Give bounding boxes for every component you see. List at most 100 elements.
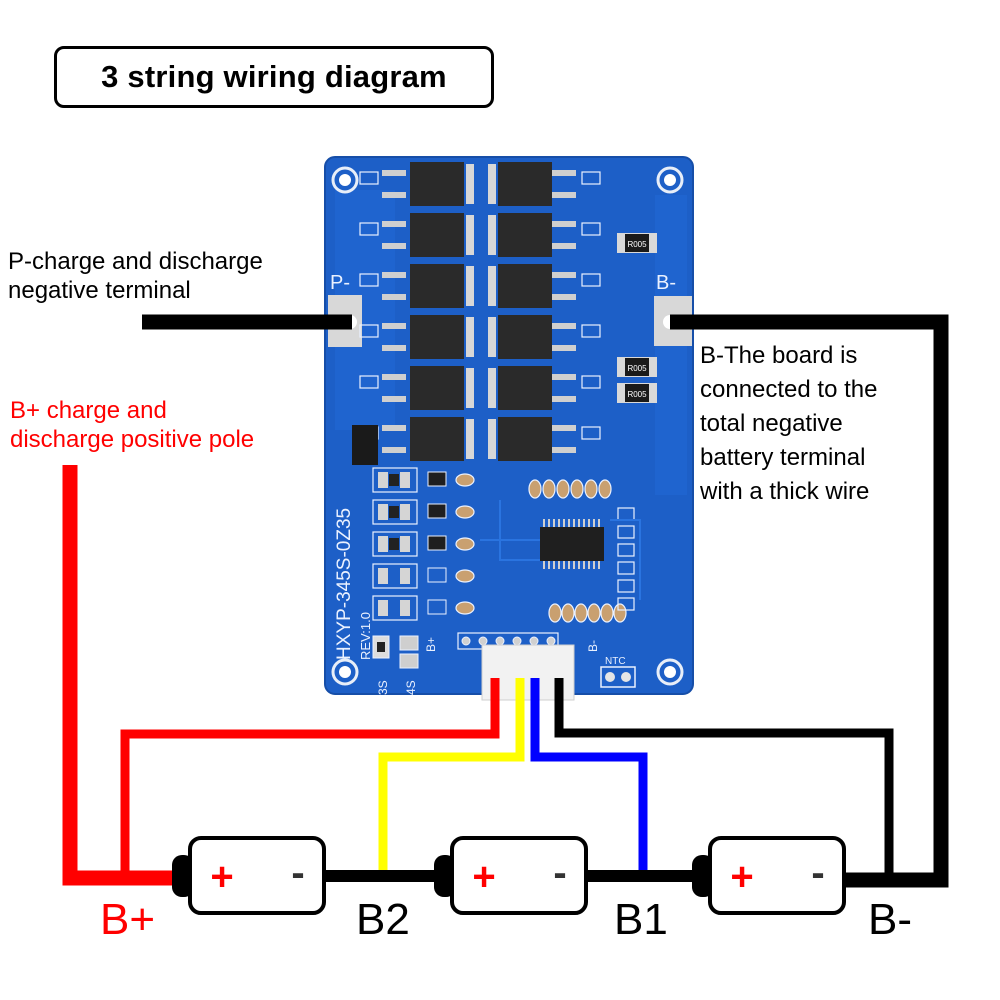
capacitor	[598, 479, 627, 623]
header-hole	[529, 636, 539, 646]
mosfet	[359, 162, 474, 206]
plus-icon: +	[210, 855, 233, 899]
mode-3s-label: 3S	[376, 680, 390, 695]
smd-part	[617, 579, 635, 593]
board-model-marking: HXYP-345S-0Z35	[334, 508, 355, 660]
b-plus-silkscreen: B+	[424, 637, 438, 652]
svg-text:R005: R005	[627, 240, 647, 249]
mounting-hole-icon	[656, 166, 684, 194]
capacitor	[584, 479, 614, 623]
balance-wire-b1	[530, 678, 648, 872]
p-terminal-annotation: P-charge and discharge negative terminal	[8, 247, 263, 305]
header-hole	[495, 636, 505, 646]
mosfet	[488, 162, 601, 206]
svg-text:R005: R005	[627, 364, 647, 373]
shunt-resistor: R005	[617, 383, 657, 403]
mounting-hole-icon	[656, 658, 684, 686]
b-minus-thick-wire	[670, 314, 949, 888]
mosfet	[488, 264, 601, 308]
annotation-line: discharge positive pole	[10, 426, 255, 453]
mosfet	[359, 213, 474, 257]
capacitor	[528, 479, 562, 623]
mosfet	[488, 366, 601, 410]
smd-part	[372, 563, 475, 589]
smd-part	[372, 467, 475, 493]
annotation-line: with a thick wire	[700, 478, 870, 505]
capacitor	[556, 479, 588, 623]
b-minus-silk-small: B-	[586, 640, 600, 652]
battery-cell: +-	[172, 836, 326, 915]
balance-wire-b2	[378, 678, 525, 872]
terminal-label-b1: B1	[614, 895, 668, 944]
balance-wire-b-plus	[120, 678, 500, 875]
annotation-line: connected to the	[700, 376, 878, 403]
b-plus-thick-wire	[62, 465, 178, 886]
ntc-pads	[600, 666, 636, 688]
mosfet	[488, 417, 601, 461]
smd-components	[352, 425, 475, 621]
b-minus-silkscreen: B-	[656, 272, 676, 294]
minus-icon: -	[811, 851, 824, 895]
smd-part	[617, 525, 635, 539]
mosfet	[488, 315, 601, 359]
battery-cells: +-+-+-	[172, 836, 846, 915]
mosfet	[359, 264, 474, 308]
shunt-resistor: R005	[617, 357, 657, 377]
smd-part	[372, 595, 475, 621]
mounting-hole-icon	[331, 658, 359, 686]
annotation-line: total negative	[700, 410, 843, 437]
diode	[352, 425, 378, 465]
header-hole	[512, 636, 522, 646]
mosfet	[359, 315, 474, 359]
mode-4s-label: 4S	[404, 680, 418, 695]
wires	[62, 314, 949, 888]
capacitor	[542, 479, 575, 623]
b-minus-annotation: B-The board is connected to the total ne…	[700, 339, 877, 509]
plus-icon: +	[472, 855, 495, 899]
shunt-resistor: R005	[617, 233, 657, 253]
b-plus-annotation: B+ charge and discharge positive pole	[10, 396, 254, 454]
smd-part	[372, 531, 475, 557]
capacitor-row	[528, 479, 635, 623]
svg-text:R005: R005	[627, 390, 647, 399]
mosfet	[488, 213, 601, 257]
smd-part	[617, 543, 635, 557]
terminal-label-b-minus: B-	[868, 895, 912, 944]
header-hole	[478, 636, 488, 646]
smd-part	[617, 561, 635, 575]
plus-icon: +	[730, 855, 753, 899]
balance-wire-b-minus	[554, 678, 894, 875]
ntc-label: NTC	[605, 656, 626, 667]
cell-body	[450, 836, 588, 915]
diagram-title: 3 string wiring diagram	[101, 59, 447, 94]
annotation-line: negative terminal	[8, 277, 191, 304]
capacitor	[570, 479, 601, 623]
annotation-line: battery terminal	[700, 444, 866, 471]
mosfet-array	[359, 162, 601, 461]
annotation-line: P-charge and discharge	[8, 248, 263, 275]
board-revision-marking: REV:1.0	[358, 612, 373, 660]
header-hole	[546, 636, 556, 646]
minus-icon: -	[553, 851, 566, 895]
annotation-line: B+ charge and	[10, 397, 167, 424]
mounting-hole-icon	[331, 166, 359, 194]
battery-cell: +-	[434, 836, 588, 915]
minus-icon: -	[291, 851, 304, 895]
smd-part	[372, 499, 475, 525]
mosfet	[359, 366, 474, 410]
mosfet	[359, 417, 474, 461]
bms-controller-ic	[540, 519, 604, 569]
terminal-label-b2: B2	[356, 895, 410, 944]
smd-part	[617, 597, 635, 611]
p-minus-silkscreen: P-	[330, 272, 350, 294]
annotation-line: B-The board is	[700, 342, 858, 369]
header-hole	[461, 636, 471, 646]
terminal-label-b-plus: B+	[100, 895, 156, 944]
cell-body	[708, 836, 846, 915]
cell-body	[188, 836, 326, 915]
title-box: 3 string wiring diagram	[54, 46, 494, 108]
battery-cell: +-	[692, 836, 846, 915]
